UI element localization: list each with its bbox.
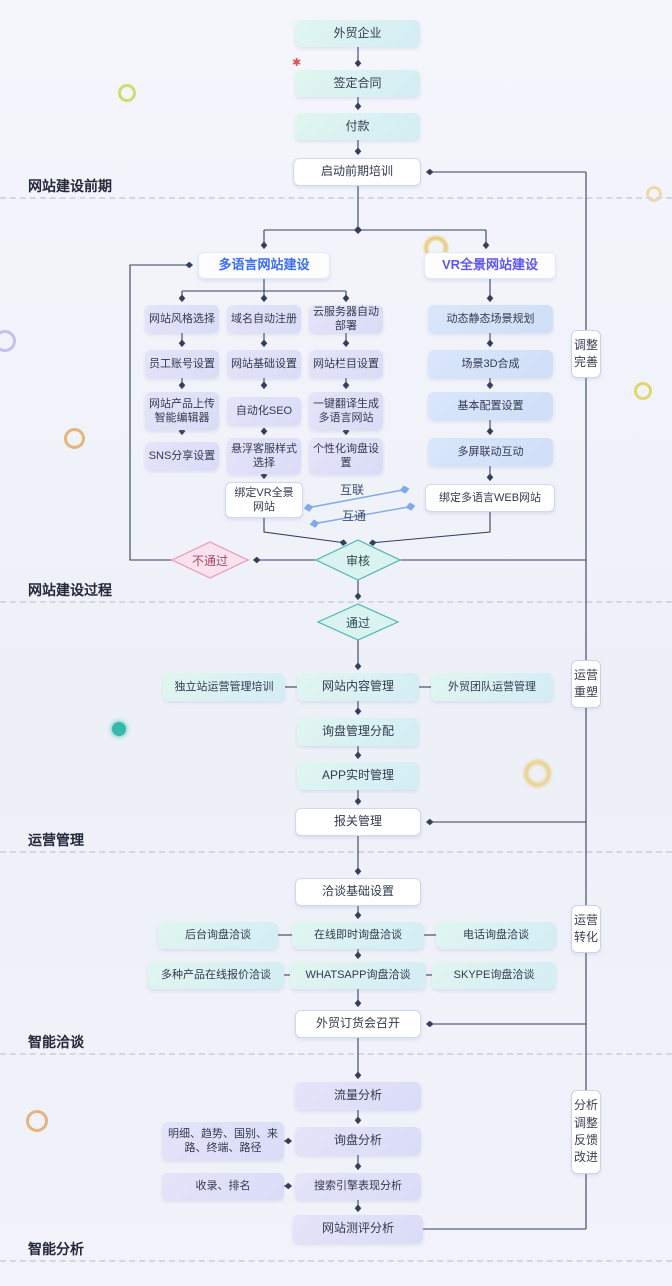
decor-ring — [634, 382, 652, 400]
decor-ring — [0, 330, 16, 352]
decor-dot — [112, 722, 126, 736]
section-label-operations: 运营管理 — [28, 832, 84, 848]
node-team-mgmt: 外贸团队运营管理 — [431, 673, 553, 701]
node-nego-basic: 洽谈基础设置 — [295, 878, 421, 906]
node-staff-account: 员工账号设置 — [145, 350, 219, 378]
node-content-mgmt: 网站内容管理 — [297, 673, 419, 701]
node-auto-seo: 自动化SEO — [227, 397, 301, 425]
decor-star: ✱ — [292, 57, 302, 69]
label-interlink: 互联 — [339, 483, 364, 497]
node-site-eval: 网站测评分析 — [293, 1215, 423, 1243]
node-style-select: 网站风格选择 — [145, 305, 219, 333]
section-divider-5 — [0, 1260, 672, 1262]
node-online-nego: 在线即时询盘洽谈 — [292, 922, 424, 949]
node-review-diamond: 审核 — [345, 553, 370, 568]
node-site-basic: 网站基础设置 — [227, 350, 301, 378]
node-indexing-rank: 收录、排名 — [162, 1173, 284, 1200]
node-search-perf: 搜索引擎表现分析 — [295, 1173, 421, 1200]
section-divider-1 — [0, 197, 672, 199]
node-ops-training: 独立站运营管理培训 — [163, 673, 285, 701]
label-analysis-feedback: 分析 调整 反馈 改进 — [571, 1090, 601, 1174]
section-divider-2 — [0, 601, 672, 603]
node-order-meeting: 外贸订货会召开 — [295, 1010, 421, 1038]
node-vr-header: VR全景网站建设 — [424, 252, 556, 279]
node-one-click-translate: 一键翻译生成多语言网站 — [309, 392, 383, 430]
node-multi-language-header: 多语言网站建设 — [198, 252, 330, 279]
decor-ring — [26, 1110, 48, 1132]
node-scene-3d: 场景3D合成 — [428, 350, 553, 378]
node-fail-diamond: 不通过 — [191, 553, 228, 568]
node-bind-vr: 绑定VR全景网站 — [225, 482, 303, 518]
label-ops-convert: 运营 转化 — [571, 905, 601, 953]
node-inquiry-analysis: 询盘分析 — [295, 1127, 421, 1155]
node-quote-nego: 多种产品在线报价洽谈 — [148, 962, 284, 989]
node-scene-plan: 动态静态场景规划 — [428, 305, 553, 333]
node-traffic-analysis: 流量分析 — [295, 1082, 421, 1110]
node-sns-share: SNS分享设置 — [145, 442, 219, 470]
node-basic-config: 基本配置设置 — [428, 392, 553, 420]
node-inquiry-assign: 询盘管理分配 — [297, 718, 419, 746]
section-label-analysis: 智能分析 — [28, 1241, 84, 1257]
decor-ring — [118, 84, 136, 102]
decor-ring — [64, 428, 85, 449]
node-payment: 付款 — [295, 113, 420, 140]
node-cloud-deploy: 云服务器自动部署 — [309, 305, 383, 333]
decor-ring — [646, 186, 662, 202]
section-label-negotiation: 智能洽谈 — [28, 1034, 84, 1050]
section-divider-4 — [0, 1053, 672, 1055]
section-divider-3 — [0, 851, 672, 853]
node-customs-mgmt: 报关管理 — [295, 808, 421, 836]
label-intercom: 互通 — [341, 509, 366, 523]
node-backend-nego: 后台询盘洽谈 — [158, 922, 278, 949]
node-pass-diamond: 通过 — [345, 615, 370, 630]
node-pre-training: 启动前期培训 — [293, 158, 421, 186]
label-ops-reshape: 运营 重塑 — [571, 660, 601, 708]
node-custom-inquiry: 个性化询盘设置 — [309, 438, 383, 474]
node-whatsapp-nego: WHATSAPP询盘洽谈 — [290, 962, 426, 989]
node-sign-contract: 签定合同 — [295, 70, 420, 97]
node-product-upload: 网站产品上传智能编辑器 — [145, 392, 219, 430]
decor-ring — [524, 760, 551, 787]
node-site-columns: 网站栏目设置 — [309, 350, 383, 378]
node-float-service: 悬浮客服样式选择 — [227, 438, 301, 474]
section-label-build: 网站建设过程 — [28, 582, 112, 598]
node-bind-web: 绑定多语言WEB网站 — [425, 484, 555, 512]
node-phone-nego: 电话询盘洽谈 — [436, 922, 556, 949]
section-label-prebuild: 网站建设前期 — [28, 178, 112, 194]
label-adjust-improve: 调整 完善 — [571, 330, 601, 378]
node-app-mgmt: APP实时管理 — [297, 762, 419, 790]
node-multi-screen: 多屏联动互动 — [428, 438, 553, 466]
node-domain-reg: 域名自动注册 — [227, 305, 301, 333]
node-company: 外贸企业 — [295, 20, 420, 47]
node-skype-nego: SKYPE询盘洽谈 — [432, 962, 556, 989]
node-detail-dims: 明细、趋势、国别、来路、终端、路径 — [162, 1122, 284, 1160]
